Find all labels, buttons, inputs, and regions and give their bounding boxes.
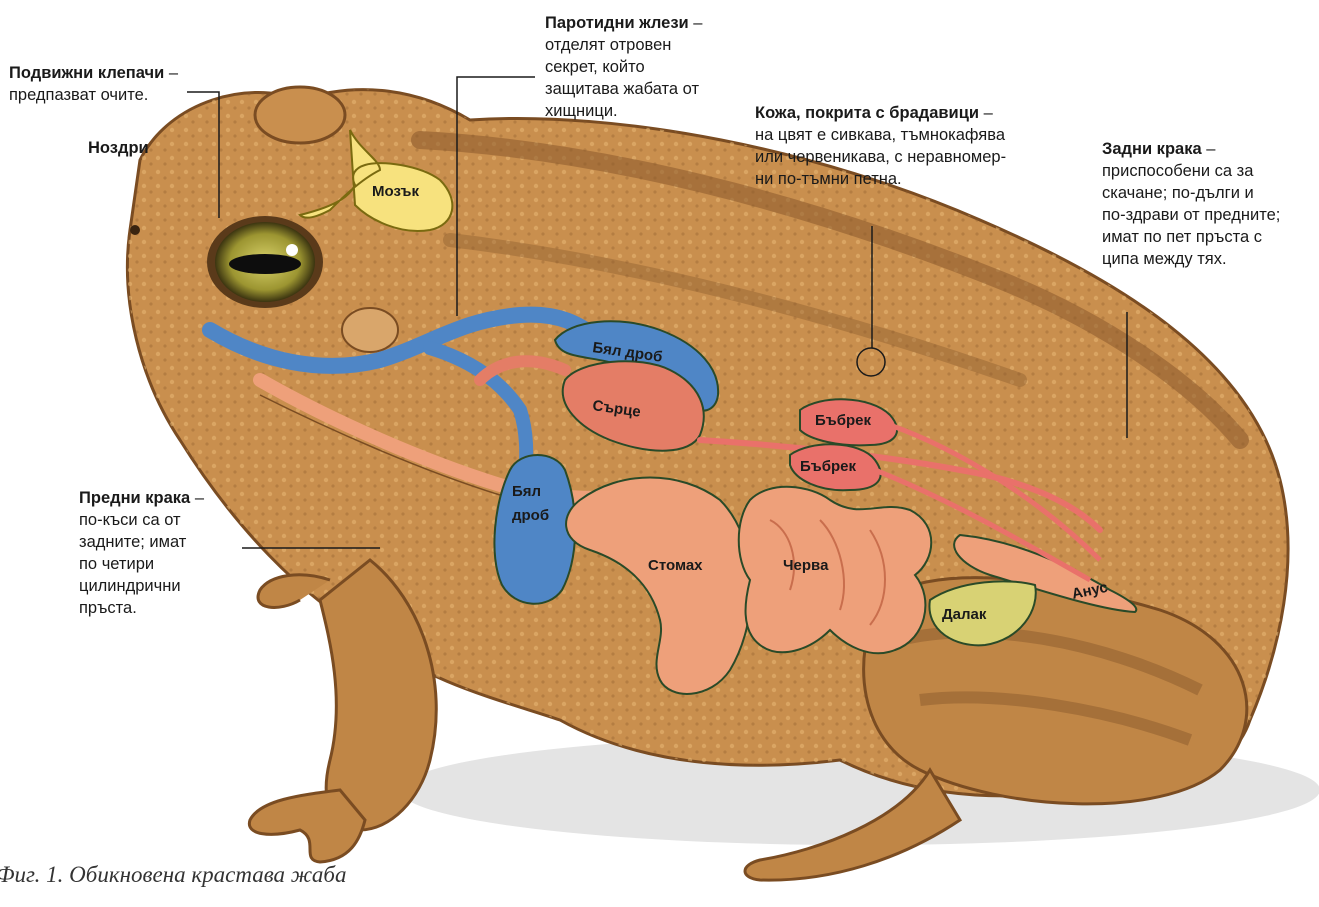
note-skin-title: Кожа, покрита с брадавици [755, 104, 979, 122]
note-forelegs: Предни крака – по-къси са от задните; им… [79, 487, 204, 619]
note-hindlegs: Задни крака – приспособени са за скачане… [1102, 138, 1280, 270]
note-parotid-line-3: защитава жабата от [545, 80, 699, 98]
note-hindlegs-line-4: имат по пет пръста с [1102, 228, 1262, 246]
intestines [739, 487, 932, 653]
note-eyelids-dash: – [164, 64, 178, 82]
nostril [130, 225, 140, 235]
note-forelegs-line-5: пръста. [79, 599, 137, 617]
brain-label: Мозък [372, 183, 419, 200]
kidney-upper-label: Бъбрек [815, 412, 871, 429]
note-nostrils-title: Ноздри [88, 139, 149, 157]
note-parotid: Паротидни жлези – отделят отровен секрет… [545, 12, 702, 122]
intestines-label: Черва [783, 557, 829, 574]
kidney-lower-label: Бъбрек [800, 458, 856, 475]
note-eyelids-line-1: предпазват очите. [9, 86, 148, 104]
stomach-label: Стомах [648, 557, 703, 574]
note-skin-dash: – [979, 104, 993, 122]
spleen-label: Далак [942, 606, 987, 623]
note-parotid-line-2: секрет, който [545, 58, 645, 76]
note-nostrils: Ноздри [88, 137, 149, 159]
lung-left-label-2: дроб [512, 507, 549, 524]
figure-caption: Фиг. 1. Обикновена крастава жаба [0, 862, 346, 888]
note-forelegs-line-3: по четири [79, 555, 154, 573]
note-forelegs-line-1: по-къси са от [79, 511, 181, 529]
note-forelegs-line-4: цилиндрични [79, 577, 181, 595]
note-hindlegs-dash: – [1202, 140, 1216, 158]
note-forelegs-title: Предни крака [79, 489, 190, 507]
note-forelegs-line-2: задните; имат [79, 533, 186, 551]
note-hindlegs-title: Задни крака [1102, 140, 1202, 158]
lung-left-label-1: Бял [512, 483, 541, 500]
note-parotid-line-1: отделят отровен [545, 36, 671, 54]
lung-left [494, 455, 575, 604]
note-skin-line-1: на цвят е сивкава, тъмнокафява [755, 126, 1005, 144]
note-forelegs-dash: – [190, 489, 204, 507]
note-skin: Кожа, покрита с брадавици – на цвят е си… [755, 102, 1006, 190]
note-eyelids: Подвижни клепачи – предпазват очите. [9, 62, 178, 106]
note-skin-line-3: ни по-тъмни петна. [755, 170, 902, 188]
note-hindlegs-line-1: приспособени са за [1102, 162, 1253, 180]
note-skin-line-2: или червеникава, с неравномер- [755, 148, 1006, 166]
note-parotid-line-4: хищници. [545, 102, 618, 120]
note-hindlegs-line-3: по-здрави от предните; [1102, 206, 1280, 224]
note-parotid-title: Паротидни жлези [545, 14, 689, 32]
note-hindlegs-line-2: скачане; по-дълги и [1102, 184, 1254, 202]
note-eyelids-title: Подвижни клепачи [9, 64, 164, 82]
note-hindlegs-line-5: ципа между тях. [1102, 250, 1227, 268]
note-parotid-dash: – [689, 14, 703, 32]
eye [207, 216, 323, 308]
